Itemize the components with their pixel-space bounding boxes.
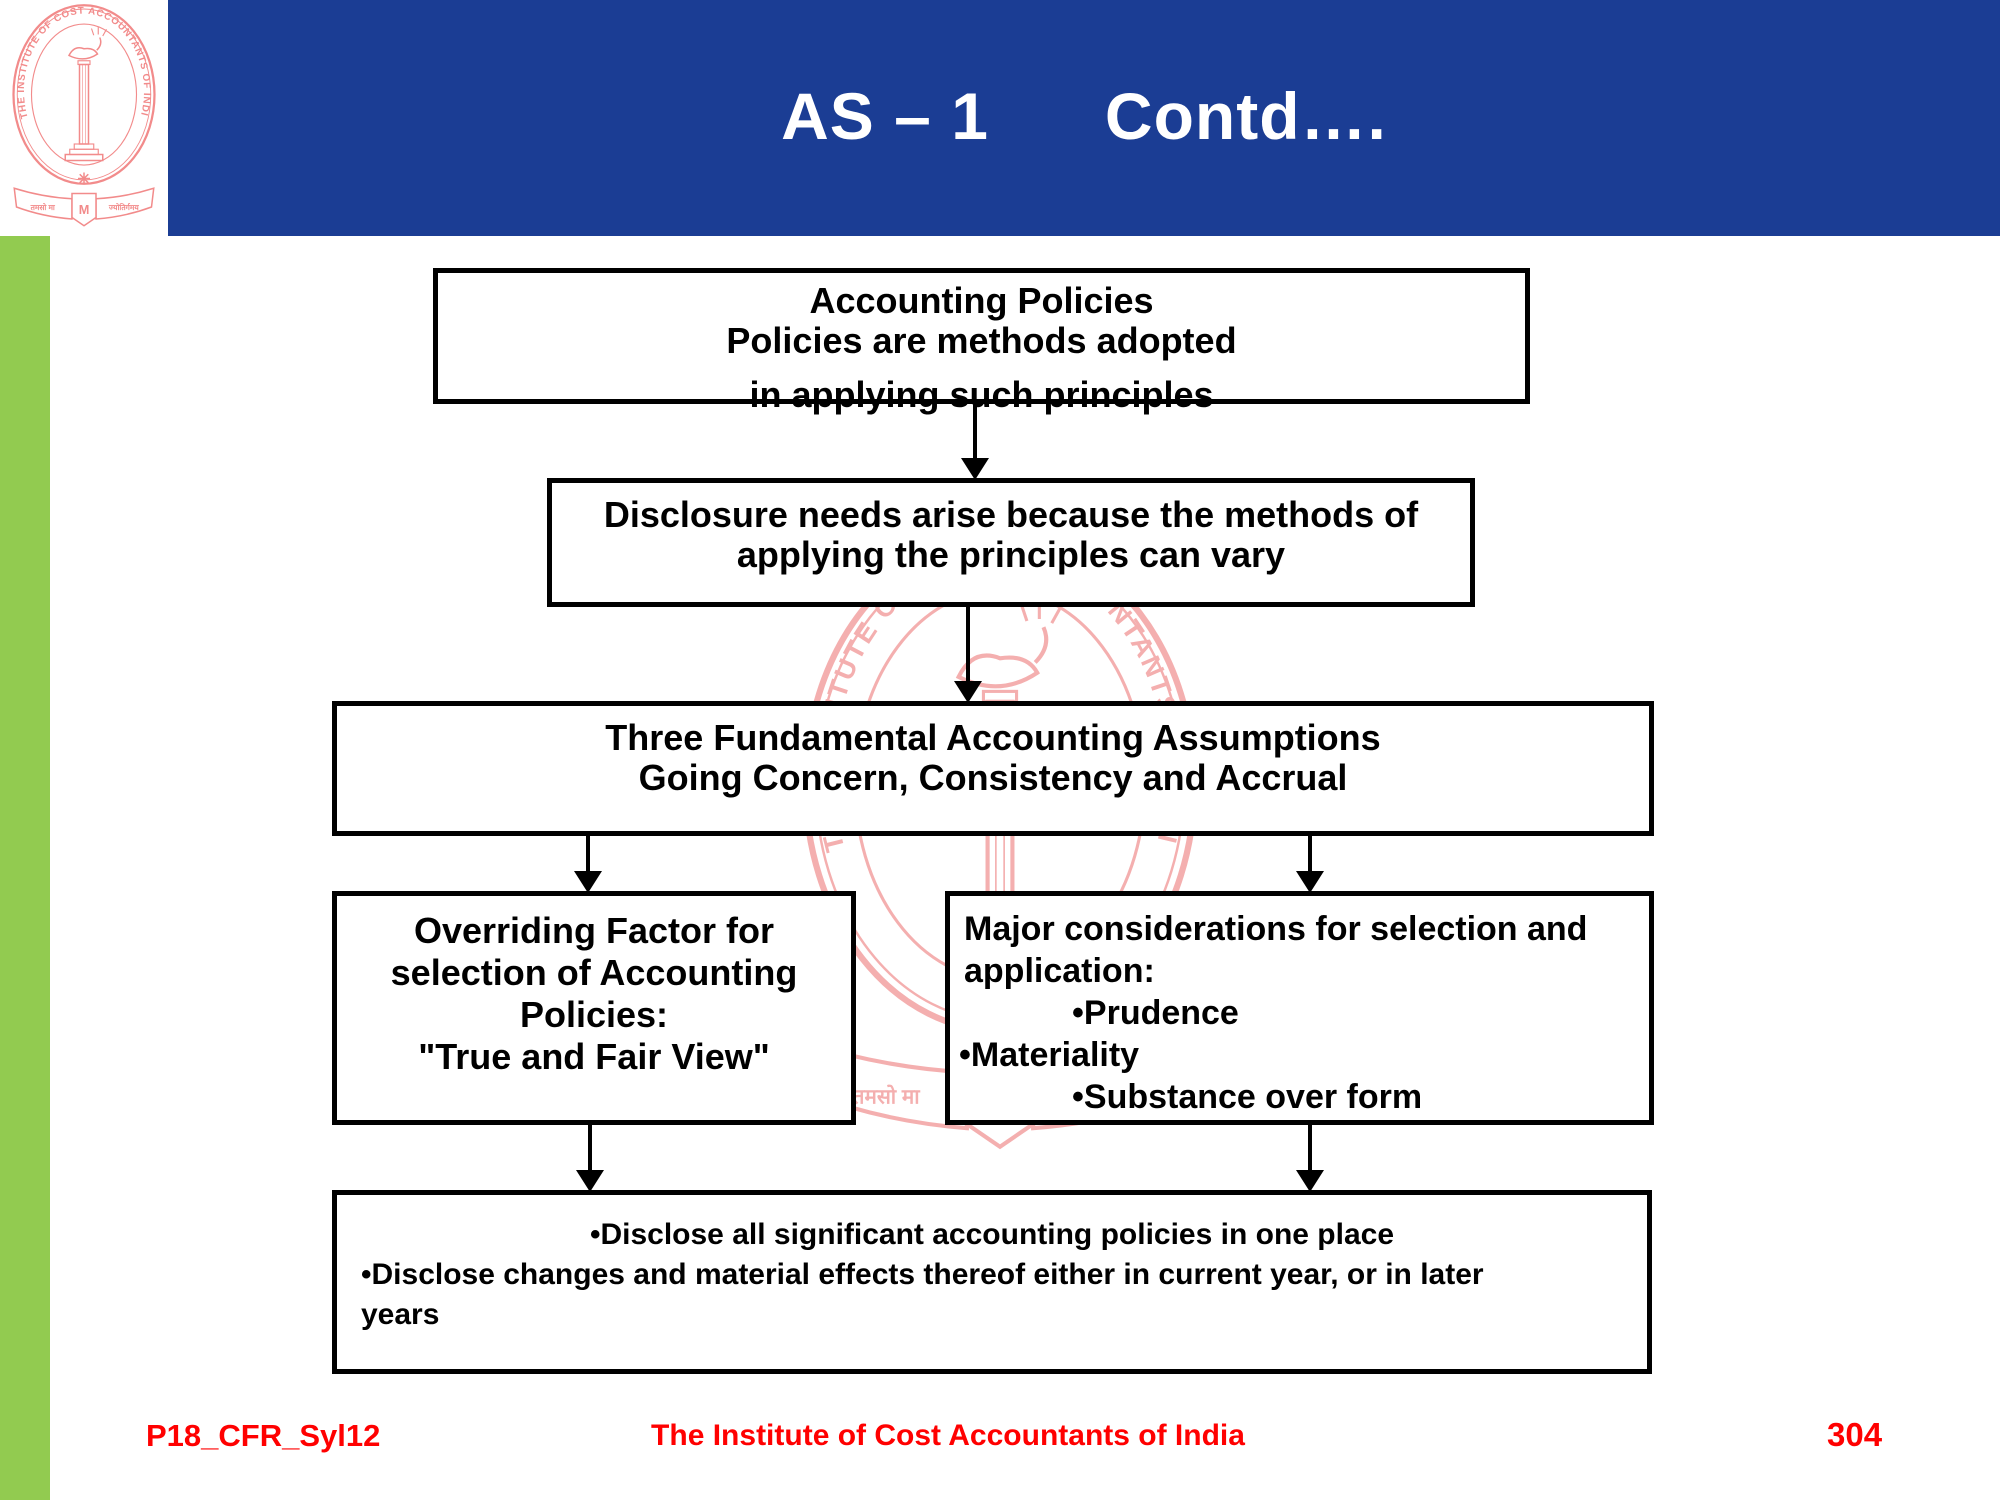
box-line: Going Concern, Consistency and Accrual [638, 757, 1348, 798]
box-overriding-factor: Overriding Factor for selection of Accou… [332, 891, 856, 1125]
arrow-head-icon [954, 681, 982, 703]
flow-arrow-4 [1296, 834, 1324, 893]
box-line: Three Fundamental Accounting Assumptions [605, 717, 1381, 758]
arrow-head-icon [1296, 871, 1324, 893]
arrow-shaft [1308, 834, 1312, 875]
box-line: Accounting Policies [809, 280, 1154, 321]
box-line: applying the principles can vary [736, 534, 1286, 575]
arrow-shaft [586, 834, 590, 875]
footer-course-code: P18_CFR_Syl12 [146, 1418, 381, 1453]
arrow-head-icon [961, 458, 989, 480]
arrow-shaft [966, 605, 970, 685]
box-line: "True and Fair View" [418, 1036, 770, 1077]
box-line: •Prudence [1072, 994, 1239, 1032]
arrow-head-icon [574, 871, 602, 893]
box-line: Overriding Factor for [413, 910, 775, 951]
flow-arrow-1 [961, 404, 989, 480]
box-line: years [361, 1298, 440, 1331]
box-line: •Disclose all significant accounting pol… [589, 1218, 1395, 1251]
box-line: Disclosure needs arise because the metho… [603, 494, 1419, 535]
box-line: •Disclose changes and material effects t… [361, 1258, 1484, 1291]
flow-arrow-2 [954, 605, 982, 703]
box-line: Major considerations for selection and [964, 910, 1588, 948]
box-line: Policies: [519, 994, 669, 1035]
box-disclosure-requirements: •Disclose all significant accounting pol… [332, 1190, 1652, 1374]
box-line: application: [964, 952, 1155, 990]
flow-arrow-5 [576, 1123, 604, 1192]
footer-institute-name: The Institute of Cost Accountants of Ind… [651, 1419, 1245, 1452]
box-accounting-policies: Accounting Policies Policies are methods… [433, 268, 1530, 415]
box-disclosure-needs: Disclosure needs arise because the metho… [547, 478, 1475, 607]
footer-page-number: 304 [1827, 1416, 1883, 1453]
box-line: selection of Accounting [390, 952, 798, 993]
flow-arrow-3 [574, 834, 602, 893]
arrow-shaft [1308, 1123, 1312, 1174]
box-line: Policies are methods adopted [726, 320, 1237, 361]
box-major-considerations: Major considerations for selection and a… [945, 891, 1654, 1125]
flow-arrow-6 [1296, 1123, 1324, 1192]
arrow-head-icon [1296, 1170, 1324, 1192]
green-stripe [0, 236, 50, 1500]
box-fundamental-assumptions: Three Fundamental Accounting Assumptions… [332, 701, 1654, 836]
slide-title: AS – 1 Contd…. [781, 79, 1387, 153]
box-line: •Substance over form [1072, 1078, 1423, 1116]
box-line: in applying such principles [749, 374, 1214, 415]
institute-logo-icon [9, 3, 159, 228]
arrow-head-icon [576, 1170, 604, 1192]
box-line: •Materiality [959, 1036, 1140, 1074]
arrow-shaft [588, 1123, 592, 1174]
header-bar: AS – 1 Contd…. [168, 0, 2000, 236]
logo-panel [0, 0, 168, 236]
arrow-shaft [973, 404, 977, 462]
